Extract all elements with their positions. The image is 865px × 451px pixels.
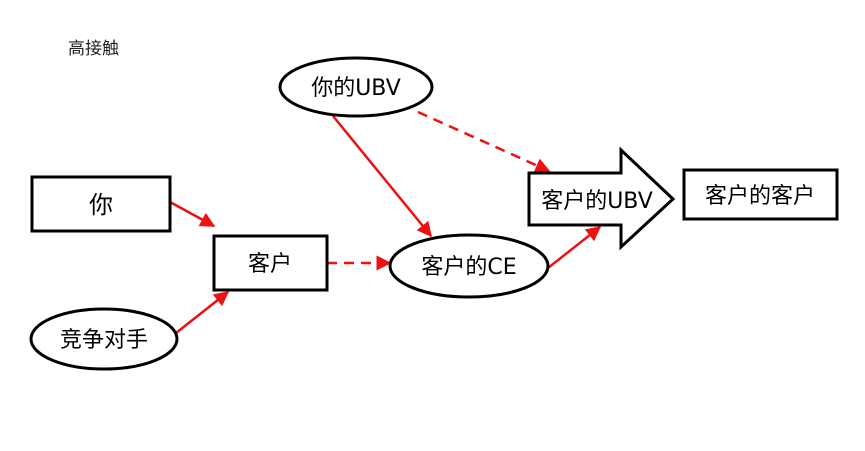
node-customer-ce	[388, 233, 550, 299]
arrow-ubv-to-customer-ubv	[417, 110, 551, 173]
arrow-competitor-to-customer	[175, 291, 230, 334]
arrow-ce-to-customer-ubv	[547, 226, 602, 269]
node-you	[30, 175, 172, 233]
node-you-label: 你	[89, 191, 113, 219]
node-customers-customer-label: 客户的客户	[705, 184, 815, 209]
arrow-ubv-to-ce	[332, 115, 432, 238]
node-customers-customer	[682, 168, 839, 221]
diagram-title: 高接触	[68, 39, 119, 59]
node-customer-ubv	[527, 146, 676, 251]
node-your-ubv-label: 你的UBV	[311, 76, 401, 101]
node-competitor	[29, 307, 179, 371]
arrow-you-to-customer	[169, 200, 216, 228]
node-customer-ce-label: 客户的CE	[421, 255, 516, 280]
node-your-ubv	[278, 56, 434, 118]
node-competitor-label: 竞争对手	[60, 328, 148, 353]
node-customer	[212, 234, 329, 292]
node-customer-ubv-label: 客户的UBV	[541, 189, 653, 214]
node-customer-label: 客户	[248, 252, 292, 277]
